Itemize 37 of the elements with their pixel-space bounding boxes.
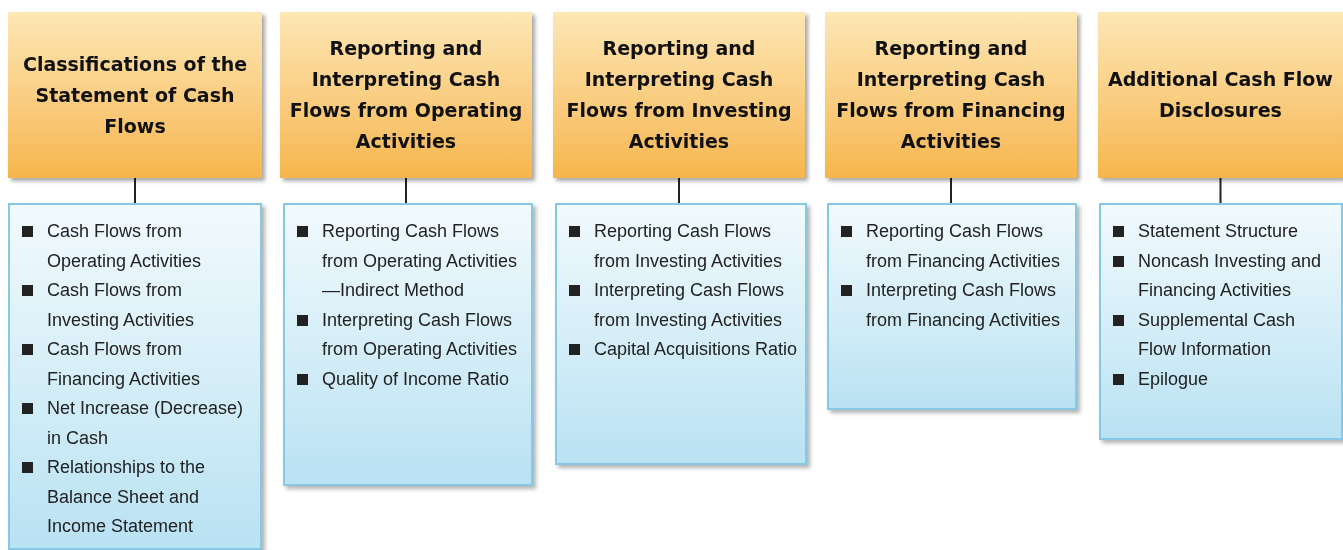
heading-box [553,12,805,178]
topic-list-box [827,203,1077,410]
topic-text: Reporting Cash Flows from Operating Activities—Indirect Method [322,220,519,302]
heading-box [825,12,1077,178]
topic-list-box [555,203,807,465]
connector-line [678,177,680,204]
topic-text: Net Increase (Decrease) in Cash [47,397,245,450]
heading-box [1098,12,1343,178]
topic-text: Cash Flows from Financing Activities [47,338,202,391]
topic-text: Interpreting Cash Flows from Financing Activities [866,279,1062,332]
topic-text: Cash Flows from Investing Activities [47,279,196,332]
topic-text: Capital Acquisitions Ratio [594,338,798,361]
topic-list-box [283,203,533,486]
heading-text: Reporting and Interpreting Cash Flows from Investing Activities [565,36,793,154]
topic-list-box [1099,203,1343,440]
topic-text: Relationships to the Balance Sheet and Income Statement [47,456,207,538]
topic-text: Noncash Investing and Financing Activities [1138,249,1323,302]
heading-text: Reporting and Interpreting Cash Flows from Financing Activities [835,36,1067,154]
heading-text: Additional Cash Flow Disclosures [1107,67,1334,123]
heading-box [280,12,532,178]
topic-text: Quality of Income Ratio [322,367,510,391]
connector-line [1219,177,1222,204]
heading-text: Classifications of the Statement of Cash Flows [21,51,249,139]
heading-box [8,12,262,178]
topic-text: Epilogue [1138,367,1209,391]
connector-line [950,177,952,204]
topic-text: Statement Structure [1138,220,1299,243]
topic-text: Interpreting Cash Flows from Investing Activities [594,279,786,332]
topic-text: Reporting Cash Flows from Investing Activities [594,220,784,273]
topic-text: Interpreting Cash Flows from Operating Activities [322,308,519,361]
topic-text: Supplemental Cash Flow Information [1138,308,1297,361]
topic-text: Reporting Cash Flows from Financing Activities [866,220,1062,273]
topic-list-box [8,203,262,550]
heading-text: Reporting and Interpreting Cash Flows from Operating Activities [288,36,524,154]
connector-line [405,177,407,204]
topic-text: Cash Flows from Operating Activities [47,220,203,273]
connector-line [134,177,136,204]
